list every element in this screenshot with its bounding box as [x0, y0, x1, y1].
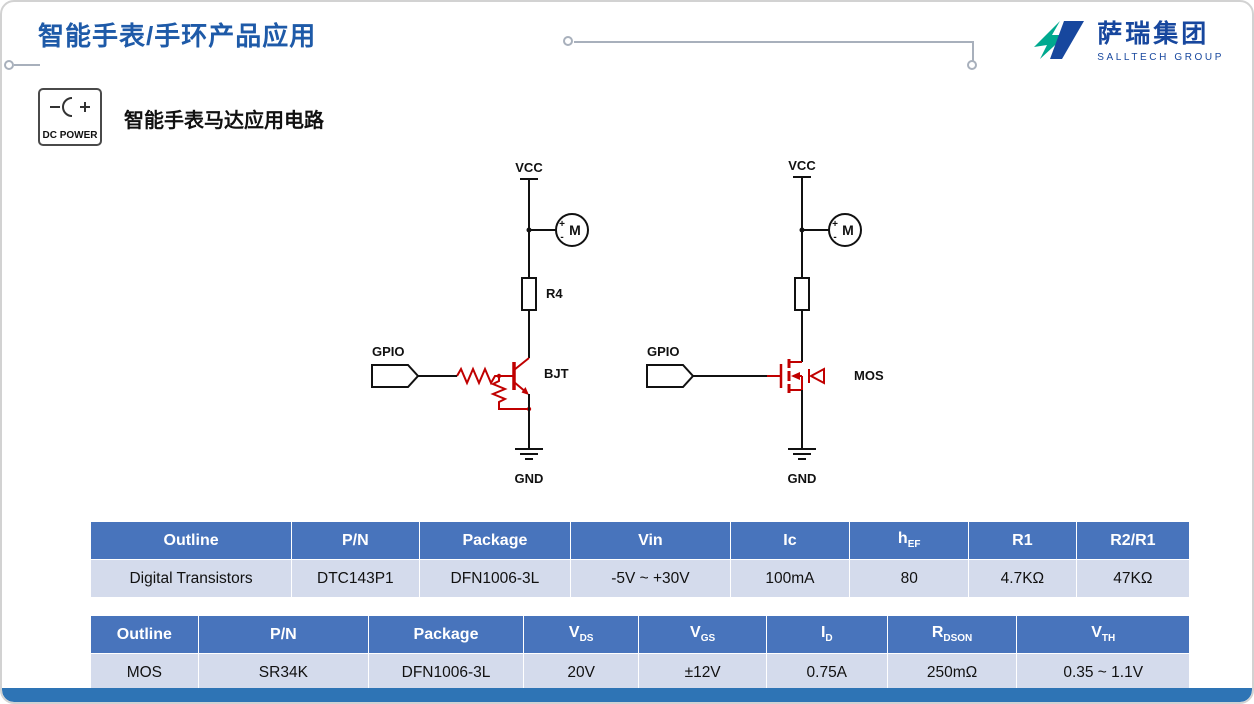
- table-cell: 4.7KΩ: [968, 559, 1077, 598]
- motor-minus: -: [560, 232, 563, 243]
- gpio-label: GPIO: [647, 344, 680, 359]
- motor-symbol: [555, 213, 589, 247]
- edge-divider-stub: [14, 64, 40, 66]
- divider-node-edge: [4, 60, 14, 70]
- column-header-hef: hEF: [849, 521, 970, 560]
- table-cell: DFN1006-3L: [368, 653, 524, 692]
- table-cell: 47KΩ: [1075, 559, 1191, 598]
- ground-symbol: [515, 448, 543, 460]
- table-cell: DTC143P1: [291, 559, 420, 598]
- header-divider-line: [574, 41, 974, 43]
- table-cell: 20V: [522, 653, 640, 692]
- column-header-r1: R1: [968, 521, 1077, 560]
- motor-minus: -: [833, 232, 836, 243]
- table-cell: 0.35 ~ 1.1V: [1016, 653, 1190, 692]
- column-header-vin: Vin: [570, 521, 731, 560]
- section-subtitle: 智能手表马达应用电路: [124, 110, 324, 132]
- page-title: 智能手表/手环产品应用: [38, 21, 317, 51]
- gpio-connector: [646, 364, 695, 388]
- motor-plus: +: [559, 219, 565, 230]
- logo-name: 萨瑞集团: [1097, 20, 1210, 48]
- mosfet-symbol: [767, 359, 825, 393]
- bjt-label: BJT: [544, 366, 569, 381]
- column-header-ic: Ic: [729, 521, 851, 560]
- dc-power-icon: [50, 97, 90, 117]
- column-header-rdson: RDSON: [886, 615, 1018, 654]
- ground-symbol: [788, 448, 816, 460]
- column-header-vds: VDS: [522, 615, 640, 654]
- column-header-outline: Outline: [90, 615, 199, 654]
- table-cell: MOS: [90, 653, 199, 692]
- column-header-vth: VTH: [1016, 615, 1190, 654]
- vcc-label: VCC: [515, 160, 543, 175]
- divider-node-left: [563, 36, 573, 46]
- motor-driver-circuits: VCC M + - R4 BJT: [371, 158, 884, 486]
- motor-plus: +: [832, 219, 838, 230]
- table-cell: SR34K: [197, 653, 370, 692]
- company-logo: 萨瑞集团 SALLTECH GROUP: [1030, 14, 1224, 63]
- header-divider-corner: [972, 43, 974, 62]
- column-header-p-n: P/N: [197, 615, 370, 654]
- table-cell: 0.75A: [765, 653, 888, 692]
- body-diode: [808, 367, 825, 385]
- dc-power-label: DC POWER: [42, 130, 98, 141]
- gnd-label: GND: [788, 471, 817, 486]
- table-cell: 100mA: [729, 559, 851, 598]
- logo-subtitle: SALLTECH GROUP: [1097, 52, 1224, 63]
- column-header-outline: Outline: [89, 521, 293, 560]
- gpio-label: GPIO: [372, 344, 405, 359]
- dc-power-badge: DC POWER: [38, 88, 102, 146]
- table-cell: ±12V: [638, 653, 767, 692]
- vcc-label: VCC: [788, 158, 816, 173]
- gnd-label: GND: [515, 471, 544, 486]
- table-cell: -5V ~ +30V: [570, 559, 731, 598]
- motor-label: M: [569, 222, 581, 238]
- base-series-resistor: [456, 366, 499, 386]
- drain-resistor-symbol: [794, 277, 810, 311]
- resistor-r4-label: R4: [546, 286, 563, 301]
- footer-bar: [2, 688, 1252, 702]
- table-cell: DFN1006-3L: [418, 559, 572, 598]
- column-header-vgs: VGS: [638, 615, 767, 654]
- divider-node-right: [967, 60, 977, 70]
- column-header-id: ID: [765, 615, 888, 654]
- column-header-package: Package: [368, 615, 524, 654]
- bjt-circuit: VCC M + - R4 BJT: [371, 160, 589, 486]
- bjt-symbol: [456, 357, 532, 412]
- resistor-r4-symbol: [521, 277, 537, 311]
- table-cell: 250mΩ: [886, 653, 1018, 692]
- mos-label: MOS: [854, 368, 884, 383]
- salltech-logo-mark: [1034, 20, 1085, 59]
- motor-symbol: [828, 213, 862, 247]
- column-header-r2-r1: R2/R1: [1075, 521, 1191, 560]
- table-cell: Digital Transistors: [89, 559, 293, 598]
- column-header-package: Package: [418, 521, 572, 560]
- column-header-p-n: P/N: [291, 521, 420, 560]
- motor-label: M: [842, 222, 854, 238]
- gpio-connector: [371, 364, 420, 388]
- base-emitter-resistor: [490, 376, 529, 410]
- mos-circuit: VCC M + -: [646, 158, 884, 486]
- table-cell: 80: [849, 559, 970, 598]
